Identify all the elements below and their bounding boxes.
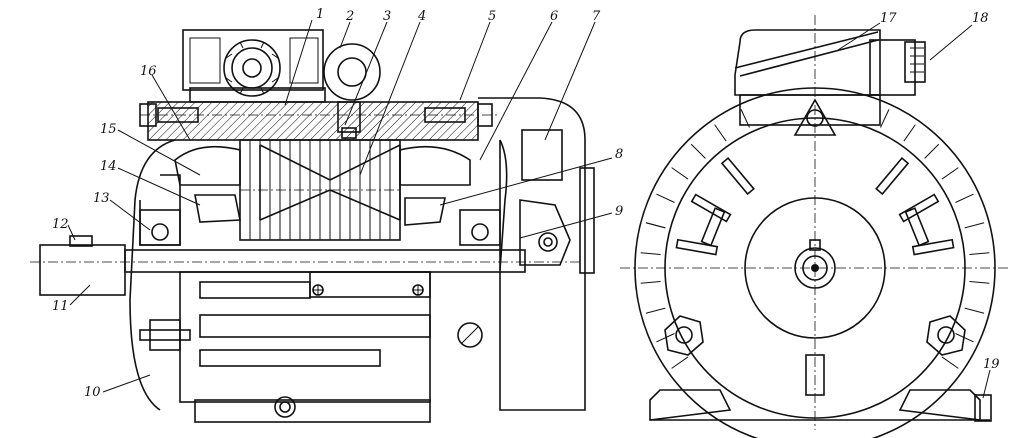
- end-shield-left: [129, 139, 501, 411]
- callout-6: 6: [550, 9, 558, 24]
- leader-lines-side: [67, 19, 613, 393]
- callout-19: 19: [983, 357, 1000, 372]
- callout-labels: 1 2 3 4 5 6 7 8 9 10 11 12 13 14 15 16 1…: [52, 7, 1000, 400]
- callout-7: 7: [592, 9, 601, 24]
- frame-bottom: [139, 271, 431, 423]
- end-shield-right: [457, 97, 595, 411]
- callout-10: 10: [84, 385, 101, 400]
- terminal-box-side: [182, 29, 381, 103]
- callout-11: 11: [52, 299, 69, 314]
- callout-1: 1: [316, 7, 324, 22]
- callout-2: 2: [345, 9, 354, 24]
- callout-14: 14: [100, 159, 117, 174]
- cooling-fins: [640, 109, 990, 369]
- terminal-box-end: [734, 29, 926, 126]
- callout-3: 3: [383, 9, 391, 24]
- callout-17: 17: [880, 11, 897, 26]
- feet-end: [649, 389, 992, 422]
- callout-4: 4: [417, 9, 426, 24]
- callout-18: 18: [972, 11, 989, 26]
- callout-8: 8: [615, 147, 623, 162]
- callout-5: 5: [488, 9, 496, 24]
- frame-top: [139, 101, 500, 141]
- callout-16: 16: [140, 64, 157, 79]
- callout-15: 15: [100, 122, 117, 137]
- callout-12: 12: [52, 217, 69, 232]
- stator-core: [174, 139, 471, 241]
- side-section-view: [30, 19, 613, 423]
- callout-13: 13: [93, 191, 110, 206]
- end-view: [620, 15, 1010, 438]
- callout-9: 9: [615, 204, 623, 219]
- leader-lines-end: [837, 22, 991, 399]
